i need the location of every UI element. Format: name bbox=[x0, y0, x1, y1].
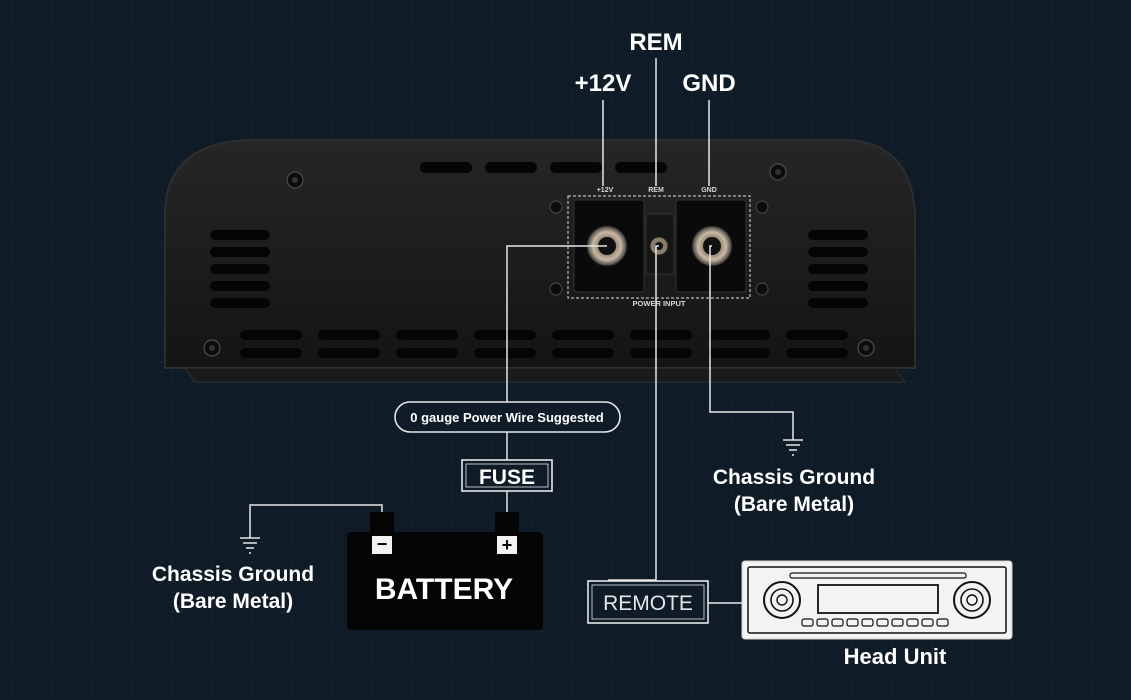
screw-icon bbox=[549, 282, 563, 296]
battery-positive-sign: + bbox=[502, 535, 513, 555]
ground-symbol-icon bbox=[783, 439, 803, 456]
chassis-ground-right-line2: (Bare Metal) bbox=[734, 493, 854, 516]
battery-negative-sign: − bbox=[377, 534, 388, 554]
chassis-ground-left-line1: Chassis Ground bbox=[152, 563, 314, 586]
battery-label: BATTERY bbox=[375, 573, 513, 606]
panel-label-power-input: POWER INPUT bbox=[633, 299, 686, 308]
label-rem: REM bbox=[629, 29, 682, 56]
remote-label: REMOTE bbox=[603, 592, 693, 615]
screw-icon bbox=[549, 200, 563, 214]
screw-icon bbox=[755, 200, 769, 214]
screw-icon bbox=[203, 339, 221, 357]
label-plus12v: +12V bbox=[575, 70, 632, 97]
panel-label-plus12v: +12V bbox=[597, 187, 614, 194]
amplifier-chassis bbox=[164, 139, 916, 383]
head-unit-icon bbox=[741, 560, 1013, 640]
wire-note-pill: 0 gauge Power Wire Suggested bbox=[394, 401, 621, 433]
ground-symbol-icon bbox=[240, 537, 260, 554]
fuse-label: FUSE bbox=[479, 466, 535, 489]
screw-icon bbox=[769, 163, 787, 181]
fuse-box: FUSE bbox=[461, 459, 553, 492]
remote-box: REMOTE bbox=[587, 580, 709, 624]
label-gnd: GND bbox=[682, 70, 735, 97]
screw-icon bbox=[857, 339, 875, 357]
panel-label-gnd: GND bbox=[701, 187, 717, 194]
battery-icon: − + BATTERY bbox=[347, 512, 543, 630]
panel-label-rem: REM bbox=[648, 187, 664, 194]
remote-wire bbox=[608, 245, 659, 581]
chassis-ground-left-line2: (Bare Metal) bbox=[173, 590, 293, 613]
power-input-block: +12V REM GND POWER INPUT bbox=[567, 187, 751, 308]
wire-note-text: 0 gauge Power Wire Suggested bbox=[410, 410, 604, 425]
chassis-ground-right-line1: Chassis Ground bbox=[713, 466, 875, 489]
head-unit-label: Head Unit bbox=[844, 644, 947, 669]
ground-wire bbox=[709, 245, 794, 440]
screw-icon bbox=[286, 171, 304, 189]
battery-ground-wire bbox=[249, 504, 383, 538]
terminal-leader-lines bbox=[602, 58, 710, 186]
power-wire bbox=[506, 245, 607, 405]
screw-icon bbox=[755, 282, 769, 296]
